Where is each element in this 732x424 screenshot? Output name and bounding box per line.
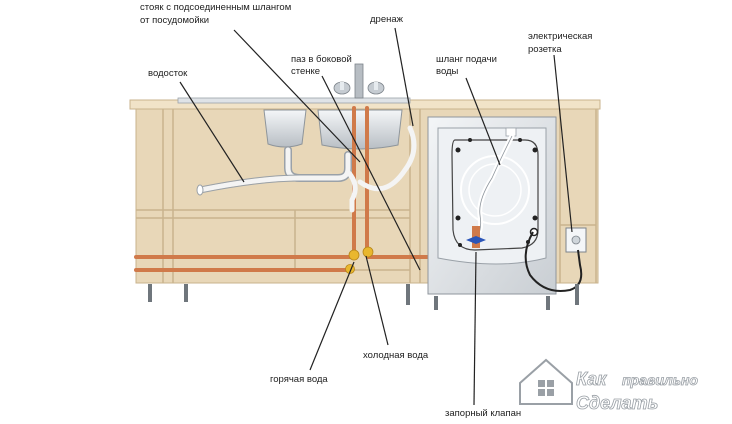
right-shelf	[559, 109, 596, 283]
watermark-logo: Как правильно Сделать	[519, 358, 699, 413]
copper-pipes	[134, 106, 472, 272]
cabinet-legs	[148, 284, 579, 305]
leader-lines	[179, 27, 573, 406]
watermark-word-2: правильно	[622, 372, 698, 388]
drain-trap-inner	[197, 125, 417, 213]
watermark-word-1: Как	[576, 369, 607, 389]
label-riser-1: стояк с подсоединенным шлангом	[140, 2, 291, 13]
label-riser-2: от посудомойки	[140, 15, 209, 26]
label-socket-1: электрическая	[528, 31, 592, 42]
label-groove-2: стенке	[291, 66, 320, 77]
inlet-hose-outline	[477, 135, 513, 236]
watermark-word-3: Сделать	[576, 393, 658, 413]
electrical-socket	[524, 227, 587, 292]
gutter-outlet	[196, 184, 204, 196]
label-cold-water: холодная вода	[363, 350, 429, 361]
faucet	[333, 63, 385, 99]
label-hot-water: горячая вода	[270, 374, 328, 385]
sink-basin-left	[263, 109, 307, 148]
label-socket-2: розетка	[528, 44, 562, 55]
label-inlet-1: шланг подачи	[436, 54, 497, 65]
house-icon	[519, 358, 573, 405]
label-inlet-2: воды	[436, 66, 459, 77]
label-gutter: водосток	[148, 68, 188, 79]
label-drain: дренаж	[370, 14, 404, 25]
washing-machine	[427, 116, 557, 310]
sink-basin-right	[317, 109, 403, 150]
label-shutoff-valve: запорный клапан	[445, 408, 521, 419]
drain-trap-outline	[199, 174, 301, 194]
sink-rim	[177, 97, 411, 104]
label-groove-1: паз в боковой	[291, 54, 352, 65]
shutoff-valve	[466, 226, 486, 248]
